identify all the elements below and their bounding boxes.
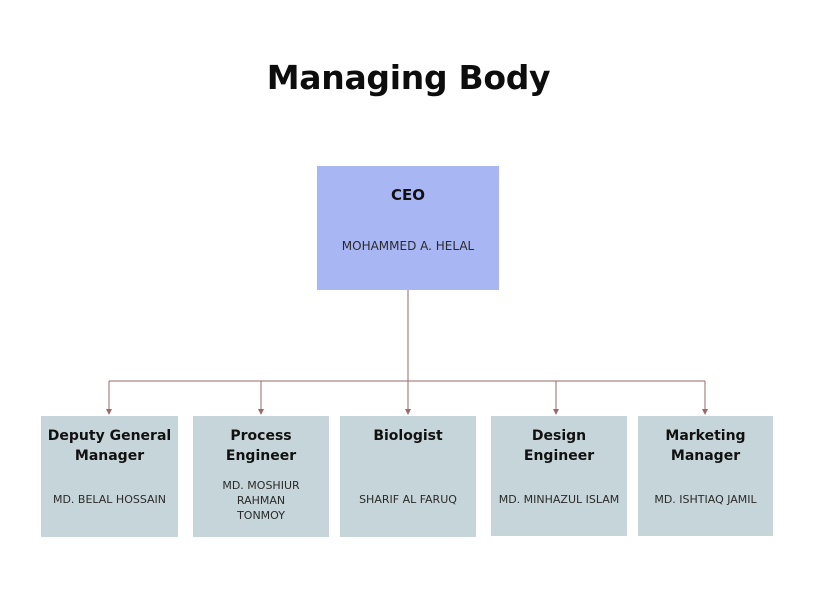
member-role: Process Engineer: [225, 428, 297, 464]
member-box-deputy: Deputy General Manager MD. BELAL HOSSAIN: [41, 416, 178, 537]
ceo-box: CEO MOHAMMED A. HELAL: [317, 166, 499, 290]
ceo-name: MOHAMMED A. HELAL: [341, 239, 475, 253]
member-role: Marketing Manager: [665, 428, 746, 464]
member-name: MD. MOSHIUR RAHMAN TONMOY: [222, 479, 300, 522]
member-name: MD. ISHTIAQ JAMIL: [654, 493, 757, 506]
member-role: Deputy General Manager: [47, 428, 172, 464]
member-box-biologist: Biologist SHARIF AL FARUQ: [340, 416, 476, 537]
member-role: Biologist: [373, 428, 443, 444]
member-box-marketing: Marketing Manager MD. ISHTIAQ JAMIL: [638, 416, 773, 536]
page-title: Managing Body: [266, 58, 551, 97]
member-name: MD. MINHAZUL ISLAM: [498, 493, 620, 506]
member-name: MD. BELAL HOSSAIN: [52, 493, 167, 506]
member-box-design: Design Engineer MD. MINHAZUL ISLAM: [491, 416, 627, 536]
member-box-process: Process Engineer MD. MOSHIUR RAHMAN TONM…: [193, 416, 329, 537]
ceo-role: CEO: [390, 186, 425, 204]
member-role: Design Engineer: [523, 428, 595, 464]
member-name: SHARIF AL FARUQ: [359, 493, 457, 506]
